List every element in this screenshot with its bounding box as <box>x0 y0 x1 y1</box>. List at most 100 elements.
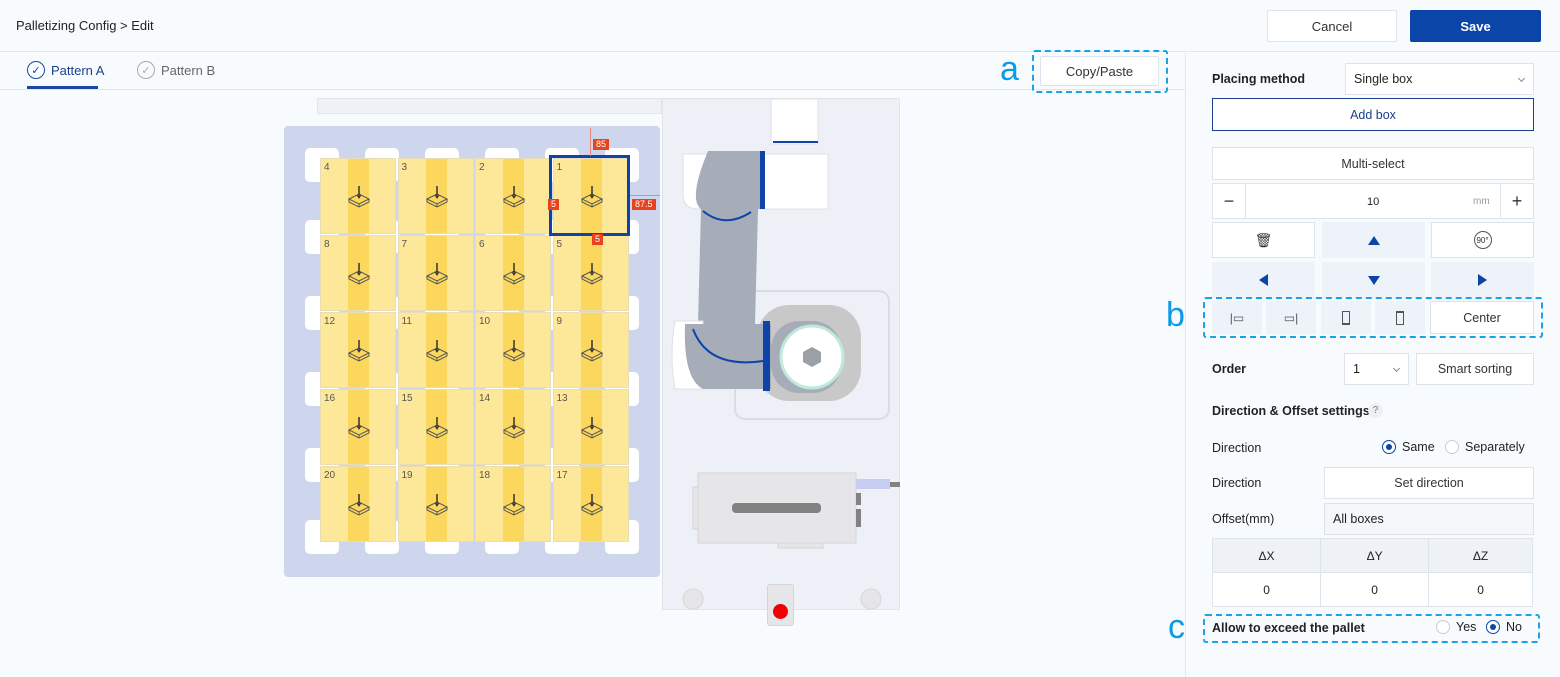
annotation-b: b <box>1166 296 1185 334</box>
active-tab-indicator <box>27 86 98 89</box>
move-down-button[interactable] <box>1322 262 1425 298</box>
offset-dy-input[interactable]: 0 <box>1320 572 1430 607</box>
box-number: 12 <box>324 316 336 327</box>
move-right-button[interactable] <box>1431 262 1534 298</box>
box-number: 17 <box>556 470 568 481</box>
box-number: 7 <box>401 239 408 250</box>
box-placement-icon <box>425 263 448 285</box>
offset-dz-input[interactable]: 0 <box>1428 572 1533 607</box>
direction-same-radio[interactable]: Same <box>1382 440 1435 454</box>
chevron-down-icon <box>1517 74 1526 83</box>
center-button[interactable]: Center <box>1430 301 1534 334</box>
align-left-icon: |▭ <box>1229 310 1245 325</box>
pallet-box[interactable]: 16 <box>320 389 396 465</box>
box-number: 4 <box>324 162 330 173</box>
box-number: 2 <box>479 162 485 173</box>
placing-method-value: Single box <box>1354 72 1413 86</box>
box-placement-icon <box>347 340 371 362</box>
placing-method-label: Placing method <box>1212 72 1306 86</box>
box-number: 20 <box>324 470 336 481</box>
pallet-box[interactable]: 1 <box>552 158 629 234</box>
move-up-button[interactable] <box>1322 222 1425 258</box>
order-select[interactable]: 1 <box>1344 353 1409 385</box>
pallet-box[interactable]: 4 <box>320 158 396 234</box>
align-left-button[interactable]: |▭ <box>1212 301 1262 334</box>
box-placement-icon <box>347 263 371 285</box>
box-number: 3 <box>401 162 408 173</box>
pallet-box[interactable]: 14 <box>475 389 551 465</box>
step-value[interactable]: 10 <box>1367 196 1380 208</box>
box-number: 11 <box>401 316 412 327</box>
pallet-box[interactable]: 9 <box>552 312 629 388</box>
pallet-box[interactable]: 3 <box>397 158 474 234</box>
help-icon[interactable]: ? <box>1368 403 1383 418</box>
annotation-c-frame <box>1203 614 1540 643</box>
direction-separately-radio[interactable]: Separately <box>1445 440 1525 454</box>
pallet-box[interactable]: 6 <box>475 235 551 311</box>
annotation-a: a <box>1000 50 1019 88</box>
placing-method-select[interactable]: Single box <box>1345 63 1534 95</box>
selected-box-outline[interactable] <box>549 155 630 236</box>
delete-button[interactable]: 🗑 <box>1212 222 1315 258</box>
pallet-box[interactable]: 17 <box>552 466 629 542</box>
box-placement-icon <box>580 340 603 362</box>
box-placement-icon <box>425 494 448 516</box>
rotate-90-icon: 90° <box>1473 231 1492 249</box>
box-placement-icon <box>502 340 526 362</box>
robot-cell <box>662 98 900 610</box>
pallet-box[interactable]: 7 <box>397 235 474 311</box>
smart-sorting-button[interactable]: Smart sorting <box>1416 353 1534 385</box>
pallet-box[interactable]: 8 <box>320 235 396 311</box>
dim-tag-left: 5 <box>548 199 560 210</box>
save-button[interactable]: Save <box>1410 10 1541 42</box>
move-left-button[interactable] <box>1212 262 1315 298</box>
offset-scope-field[interactable]: All boxes <box>1324 503 1534 535</box>
set-direction-button[interactable]: Set direction <box>1324 467 1534 499</box>
cancel-button[interactable]: Cancel <box>1267 10 1397 42</box>
align-right-button[interactable]: ▭| <box>1266 301 1316 334</box>
box-placement-icon <box>347 186 371 208</box>
box-placement-icon <box>502 186 526 208</box>
box-placement-icon <box>425 417 448 439</box>
decrement-button[interactable]: − <box>1212 183 1246 219</box>
pallet-box[interactable]: 19 <box>397 466 474 542</box>
box-number: 10 <box>479 316 491 327</box>
pallet-box[interactable]: 2 <box>475 158 551 234</box>
offset-table: ΔX ΔY ΔZ 0 0 0 <box>1211 538 1533 607</box>
increment-button[interactable]: + <box>1500 183 1534 219</box>
multi-select-button[interactable]: Multi-select <box>1212 147 1534 180</box>
robot-arm-icon <box>671 98 900 610</box>
radio-selected-icon <box>1486 620 1500 634</box>
emergency-stop <box>767 584 794 626</box>
dim-tag-top: 85 <box>593 139 610 150</box>
order-label: Order <box>1212 362 1247 376</box>
pallet-box[interactable]: 10 <box>475 312 551 388</box>
box-number: 14 <box>479 393 491 404</box>
pallet-box[interactable]: 18 <box>475 466 551 542</box>
pallet-box[interactable]: 12 <box>320 312 396 388</box>
exceed-yes-radio[interactable]: Yes <box>1436 620 1476 634</box>
tab-pattern-a[interactable]: ✓ Pattern A <box>27 61 104 79</box>
add-box-button[interactable]: Add box <box>1212 98 1534 131</box>
rotate-90-button[interactable]: 90° <box>1431 222 1534 258</box>
offset-dx-input[interactable]: 0 <box>1211 572 1322 607</box>
check-circle-icon: ✓ <box>137 61 155 79</box>
pallet-box[interactable]: 20 <box>320 466 396 542</box>
align-right-icon: ▭| <box>1283 310 1299 325</box>
align-top-button[interactable] <box>1375 301 1425 334</box>
box-number: 9 <box>556 316 563 327</box>
step-stepper <box>1212 183 1534 219</box>
copy-paste-button[interactable]: Copy/Paste <box>1040 56 1159 86</box>
radio-label: Yes <box>1456 620 1477 634</box>
pallet-box[interactable]: 11 <box>397 312 474 388</box>
pallet-box[interactable]: 5 <box>552 235 629 311</box>
radio-empty-icon <box>1445 440 1459 454</box>
box-placement-icon <box>347 494 371 516</box>
pallet-box[interactable]: 15 <box>397 389 474 465</box>
arrow-left-icon <box>1259 274 1268 286</box>
box-number: 19 <box>401 470 413 481</box>
exceed-no-radio[interactable]: No <box>1486 620 1522 634</box>
pallet-box[interactable]: 13 <box>552 389 629 465</box>
tab-pattern-b[interactable]: ✓ Pattern B <box>137 61 215 79</box>
align-bottom-button[interactable] <box>1321 301 1371 334</box>
